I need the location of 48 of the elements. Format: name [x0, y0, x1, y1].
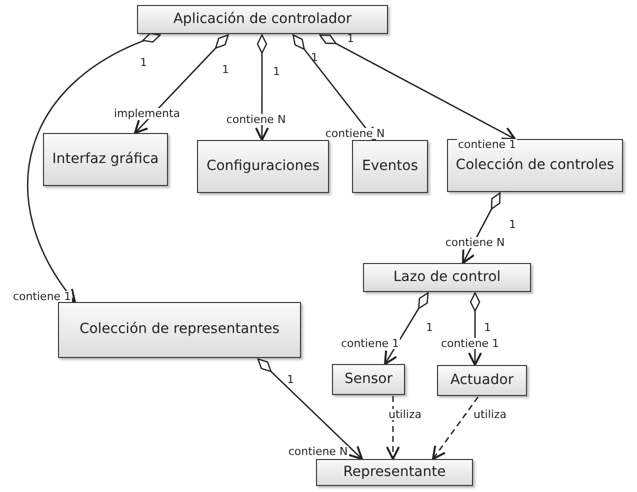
class-box — [197, 140, 329, 193]
multiplicity-label: 1 — [484, 322, 491, 333]
class-box — [447, 139, 623, 192]
class-box — [332, 364, 405, 395]
class-box — [437, 365, 527, 396]
class-name: Colección de controles — [456, 156, 614, 174]
edge-label: contiene 1 — [456, 139, 518, 150]
class-name: Aplicación de controlador — [173, 10, 352, 28]
multiplicity-label: 1 — [287, 374, 294, 385]
arrow — [257, 358, 363, 460]
multiplicity-label: 1 — [140, 57, 147, 68]
edge-label: contiene N — [225, 114, 287, 125]
edge-label: utiliza — [388, 409, 422, 420]
arrow — [292, 34, 376, 141]
class-name: Interfaz gráfica — [52, 150, 159, 168]
arrow — [386, 396, 400, 460]
class-name: Configuraciones — [206, 158, 320, 176]
arrow — [134, 34, 229, 134]
arrow — [384, 292, 429, 365]
edge-label: contiene 1 — [440, 338, 500, 349]
edge-label: contiene N — [324, 128, 386, 139]
class-name: Lazo de control — [393, 268, 501, 286]
edge-label: contiene 1 — [12, 291, 72, 302]
edge-label: contiene N — [444, 237, 506, 248]
class-box — [316, 459, 473, 486]
arrow — [28, 33, 161, 303]
arrow — [254, 34, 269, 141]
multiplicity-label: 1 — [509, 219, 516, 230]
class-box — [137, 5, 388, 34]
multiplicity-label: 1 — [273, 66, 280, 77]
multiplicity-label: 1 — [426, 322, 433, 333]
edge-label: contiene N — [287, 446, 349, 457]
arrow — [432, 396, 479, 460]
class-name: Representante — [343, 464, 446, 482]
class-name: Colección de representantes — [79, 321, 280, 339]
arrow — [319, 34, 516, 140]
class-box — [43, 133, 168, 186]
class-name: Actuador — [450, 372, 514, 390]
class-name: Sensor — [344, 370, 392, 388]
edge-label: implementa — [112, 108, 182, 119]
class-box — [352, 140, 428, 193]
class-box — [363, 263, 531, 292]
class-box — [58, 302, 301, 358]
class-name: Eventos — [362, 158, 418, 176]
multiplicity-label: 1 — [347, 33, 354, 44]
edge-label: utiliza — [472, 409, 508, 420]
multiplicity-label: 1 — [222, 64, 229, 75]
edge-label: contiene 1 — [340, 338, 400, 349]
